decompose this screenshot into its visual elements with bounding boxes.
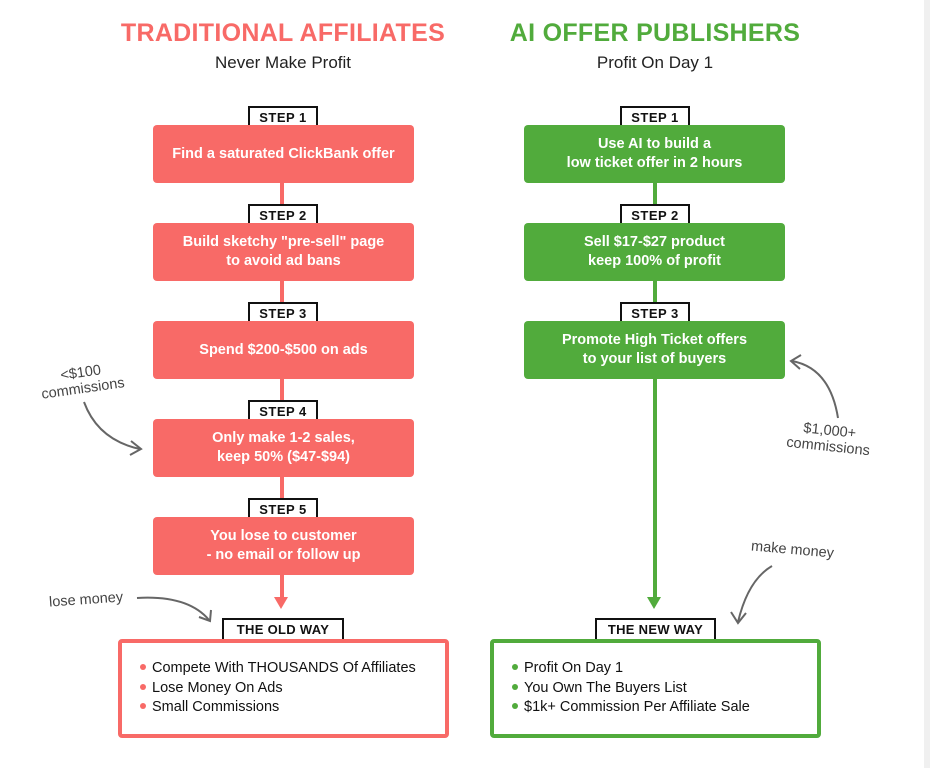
right-step-1-text: Use AI to build a low ticket offer in 2 … xyxy=(566,136,743,171)
new-way-item: $1k+ Commission Per Affiliate Sale xyxy=(512,698,817,718)
right-step-3-label: STEP 3 xyxy=(620,302,690,322)
old-way-item-text: Compete With THOUSANDS Of Affiliates xyxy=(152,660,416,676)
make-money-arrowhead xyxy=(730,611,747,625)
new-way-label: THE NEW WAY xyxy=(595,618,716,640)
left-step-1-text: Find a saturated ClickBank offer xyxy=(172,145,395,162)
right-step-3-text: Promote High Ticket offers to your list … xyxy=(561,332,748,367)
right-step-3-box: Promote High Ticket offers to your list … xyxy=(524,321,785,379)
left-step-1-label: STEP 1 xyxy=(248,106,318,126)
left-step-2-box: Build sketchy "pre-sell" page to avoid a… xyxy=(153,223,414,281)
bullet-icon xyxy=(140,683,146,690)
new-way-item-text: $1k+ Commission Per Affiliate Sale xyxy=(524,699,750,715)
page-edge xyxy=(924,0,930,768)
right-title: AI OFFER PUBLISHERS xyxy=(509,19,801,47)
old-way-item-text: Lose Money On Ads xyxy=(152,679,283,696)
new-way-item-text: Profit On Day 1 xyxy=(524,660,624,676)
old-way-item-text: Small Commissions xyxy=(152,699,280,715)
right-step-2-box: Sell $17-$27 product keep 100% of profit xyxy=(524,223,785,281)
new-way-item: Profit On Day 1 xyxy=(512,659,817,679)
right-step-1-label: STEP 1 xyxy=(620,106,690,126)
left-step-4-box: Only make 1-2 sales, keep 50% ($47-$94) xyxy=(153,419,414,477)
new-way-item-text: You Own The Buyers List xyxy=(524,679,687,696)
left-flow-line xyxy=(280,183,284,598)
bullet-icon xyxy=(512,683,518,690)
bullet-icon xyxy=(140,664,146,670)
left-step-2-label: STEP 2 xyxy=(248,204,318,224)
old-way-item: Lose Money On Ads xyxy=(140,679,445,699)
right-commission-arrow xyxy=(791,360,839,419)
bullet-icon xyxy=(140,703,146,709)
left-subtitle: Never Make Profit xyxy=(214,53,352,72)
left-step-2-text: Build sketchy "pre-sell" page to avoid a… xyxy=(182,234,385,269)
old-way-box: Compete With THOUSANDS Of Affiliates Los… xyxy=(118,639,449,738)
make-money-note: make money xyxy=(750,538,835,562)
bullet-icon xyxy=(512,664,518,670)
left-flow-arrowhead xyxy=(274,597,288,609)
right-commission-note: $1,000+ commissions xyxy=(785,420,871,460)
left-step-4-text: Only make 1-2 sales, keep 50% ($47-$94) xyxy=(212,430,355,465)
old-way-list: Compete With THOUSANDS Of Affiliates Los… xyxy=(140,659,445,718)
right-flow-line xyxy=(653,183,657,598)
left-step-5-box: You lose to customer - no email or follo… xyxy=(153,517,414,575)
right-step-1-box: Use AI to build a low ticket offer in 2 … xyxy=(524,125,785,183)
right-subtitle: Profit On Day 1 xyxy=(596,53,714,72)
old-way-label: THE OLD WAY xyxy=(222,618,344,640)
right-step-2-text: Sell $17-$27 product keep 100% of profit xyxy=(583,234,726,269)
left-step-5-label: STEP 5 xyxy=(248,498,318,518)
left-commission-arrowhead xyxy=(129,440,143,456)
right-flow-arrowhead xyxy=(647,597,661,609)
left-commission-note: <$100 commissions xyxy=(40,362,126,403)
new-way-box: Profit On Day 1 You Own The Buyers List … xyxy=(490,639,821,738)
left-step-3-text: Spend $200-$500 on ads xyxy=(199,341,368,358)
old-way-item: Small Commissions xyxy=(140,698,445,718)
left-step-3-box: Spend $200-$500 on ads xyxy=(153,321,414,379)
left-step-1-box: Find a saturated ClickBank offer xyxy=(153,125,414,183)
left-step-3-label: STEP 3 xyxy=(248,302,318,322)
lose-money-arrow xyxy=(136,596,210,621)
left-step-4-label: STEP 4 xyxy=(248,400,318,420)
old-way-item: Compete With THOUSANDS Of Affiliates xyxy=(140,659,445,679)
make-money-arrow xyxy=(737,565,773,623)
left-step-5-text: You lose to customer - no email or follo… xyxy=(206,528,361,563)
new-way-list: Profit On Day 1 You Own The Buyers List … xyxy=(512,659,817,718)
left-title: TRADITIONAL AFFILIATES xyxy=(120,19,446,47)
left-commission-arrow xyxy=(83,401,141,450)
lose-money-note: lose money xyxy=(48,589,124,611)
right-step-2-label: STEP 2 xyxy=(620,204,690,224)
new-way-item: You Own The Buyers List xyxy=(512,679,817,699)
right-commission-arrowhead xyxy=(789,354,802,370)
lose-money-arrowhead xyxy=(198,609,212,623)
bullet-icon xyxy=(512,703,518,709)
